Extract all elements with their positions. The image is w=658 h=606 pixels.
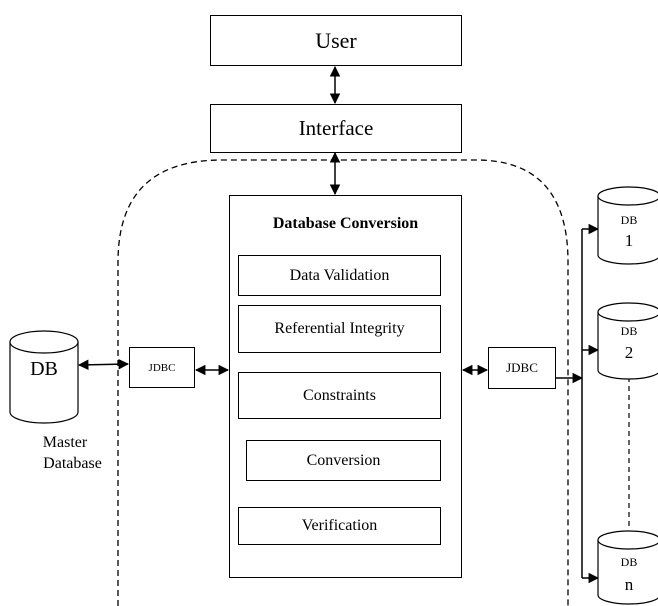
db1-label: DB <box>620 213 638 227</box>
step-label: Conversion <box>306 451 381 469</box>
master-db-label: DB <box>30 358 58 380</box>
step-label: Constraints <box>303 386 376 404</box>
dbn-index: n <box>624 575 634 594</box>
arrow-masterdb-jdbc <box>77 358 130 371</box>
db1-index: 1 <box>624 231 634 250</box>
db1-cylinder <box>597 186 658 265</box>
dbn-label: DB <box>620 555 638 569</box>
jdbc-right-box: JDBC <box>488 347 556 389</box>
jdbc-right-label: JDBC <box>506 360 538 375</box>
db2-cylinder <box>597 302 658 380</box>
db2-index: 2 <box>624 343 634 362</box>
dbn-cylinder <box>597 530 658 605</box>
master-db-caption-line1: Master <box>42 434 88 451</box>
master-db-caption-line2: Database <box>43 455 102 472</box>
step-label: Verification <box>301 517 378 534</box>
user-label: User <box>315 27 357 53</box>
user-box: User <box>210 15 462 66</box>
database-conversion-title: Database Conversion <box>272 215 419 232</box>
interface-label: Interface <box>298 116 374 140</box>
step-data-validation: Data Validation <box>238 255 441 296</box>
step-verification: Verification <box>238 507 441 545</box>
step-constraints: Constraints <box>238 372 441 419</box>
step-label: Referential Integrity <box>274 320 405 337</box>
interface-box: Interface <box>210 104 462 153</box>
jdbc-left-box: JDBC <box>129 347 195 388</box>
master-db-cylinder <box>9 330 79 424</box>
jdbc-left-label: JDBC <box>148 361 176 374</box>
step-conversion: Conversion <box>246 440 441 481</box>
db2-label: DB <box>620 324 638 338</box>
system-boundary <box>117 159 569 606</box>
step-referential-integrity: Referential Integrity <box>238 305 441 353</box>
step-label: Data Validation <box>289 266 390 284</box>
